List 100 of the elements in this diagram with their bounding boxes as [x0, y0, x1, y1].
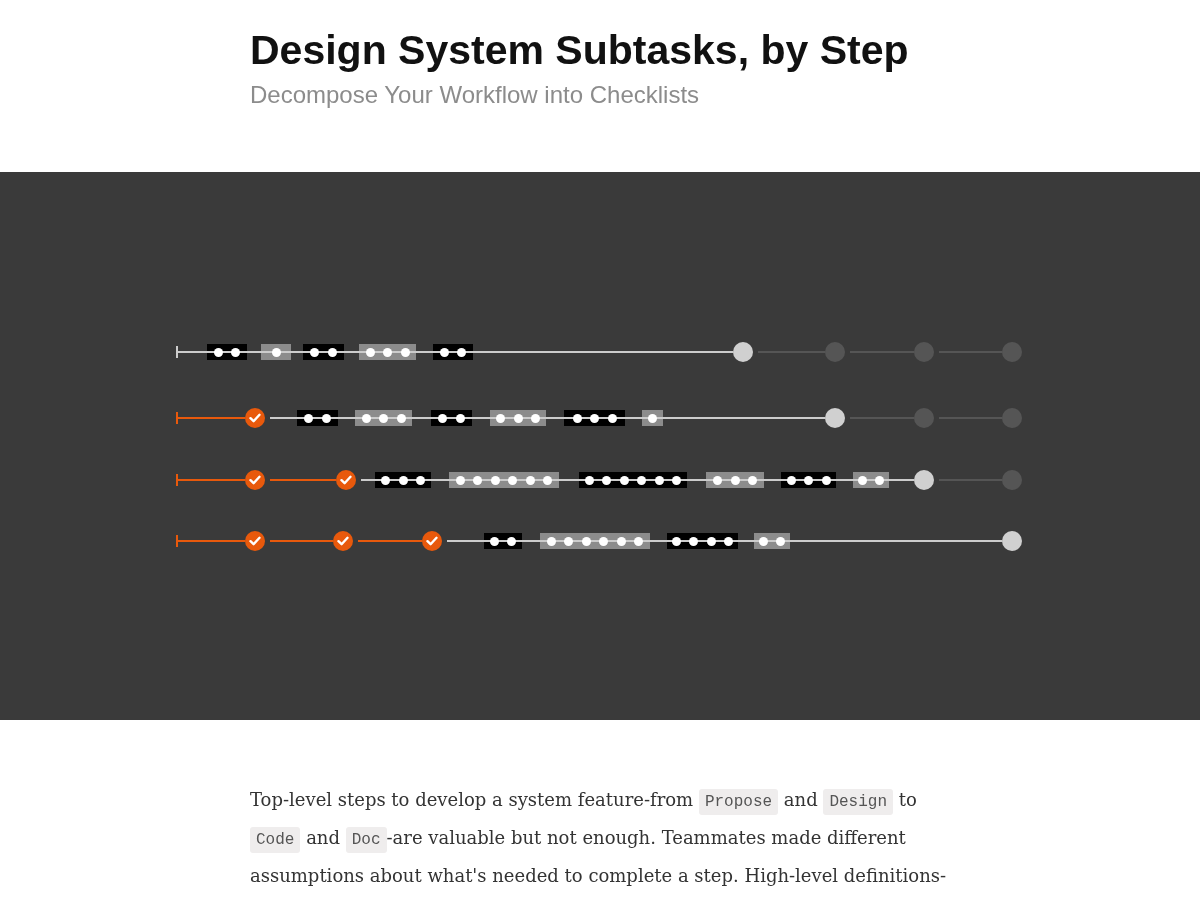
- subtask-group: [359, 344, 416, 360]
- subtask-dot: [438, 413, 448, 423]
- subtask-dot: [654, 475, 664, 485]
- start-tick: [176, 346, 178, 358]
- connector-line: [357, 540, 423, 542]
- subtask-dot: [231, 347, 241, 357]
- subtask-dot: [584, 475, 594, 485]
- subtask-dot: [379, 413, 388, 423]
- connector-line: [686, 479, 707, 481]
- subtask-dot: [271, 347, 281, 357]
- subtask-dot: [365, 347, 375, 357]
- connector-line: [177, 540, 246, 542]
- connector-line: [737, 540, 755, 542]
- subtask-dot: [525, 475, 535, 485]
- page-title: Design System Subtasks, by Step: [250, 26, 909, 74]
- subtask-dot: [599, 536, 609, 546]
- subtask-dot: [581, 536, 591, 546]
- step-circle: [1002, 342, 1022, 362]
- subtask-group: [355, 410, 412, 426]
- connector-line: [521, 540, 541, 542]
- subtask-dot: [713, 475, 722, 485]
- subtask-dot: [564, 536, 574, 546]
- subtask-dot: [804, 475, 813, 485]
- connector-line: [269, 417, 298, 419]
- connector-line: [624, 417, 643, 419]
- subtask-group: [706, 472, 764, 488]
- subtask-dot: [607, 413, 617, 423]
- subtask-dot: [730, 475, 740, 485]
- subtask-dot: [616, 536, 626, 546]
- step-circle: [914, 470, 934, 490]
- subtask-group: [449, 472, 559, 488]
- subtask-dot: [572, 413, 582, 423]
- connector-line: [545, 417, 565, 419]
- completed-step-circle: [245, 408, 265, 428]
- connector-line: [177, 479, 246, 481]
- subtask-group: [261, 344, 291, 360]
- connector-line: [662, 417, 826, 419]
- subtask-dot: [416, 475, 425, 485]
- step-circle: [733, 342, 753, 362]
- connector-line: [471, 417, 491, 419]
- subtask-dot: [310, 347, 320, 357]
- connector-line: [343, 351, 360, 353]
- subtask-dot: [361, 413, 371, 423]
- subtask-dot: [786, 475, 796, 485]
- connector-line: [472, 351, 734, 353]
- subtask-dot: [648, 413, 657, 423]
- connector-line: [269, 540, 334, 542]
- subtask-dot: [590, 413, 599, 423]
- subtask-dot: [875, 475, 885, 485]
- step-circle: [1002, 531, 1022, 551]
- subtask-dot: [455, 475, 465, 485]
- subtask-dot: [304, 413, 314, 423]
- connector-line: [430, 479, 450, 481]
- connector-line: [558, 479, 580, 481]
- completed-step-circle: [422, 531, 442, 551]
- subtask-dot: [619, 475, 629, 485]
- subtask-group: [431, 410, 472, 426]
- subtask-dot: [489, 536, 499, 546]
- subtask-dot: [439, 347, 449, 357]
- subtask-group: [754, 533, 790, 549]
- subtask-group: [642, 410, 663, 426]
- subtask-dot: [457, 347, 467, 357]
- body-paragraph: Top-level steps to develop a system feature-from Propose and Design to Code and Doc-are valuable but not enough. Teammates made different assumptions about what's needed to complete a step. High-level definitions-: [250, 788, 948, 888]
- connector-line: [415, 351, 434, 353]
- subtask-dot: [327, 347, 337, 357]
- subtask-group: [579, 472, 687, 488]
- subtask-dot: [776, 536, 786, 546]
- subtask-dot: [758, 536, 768, 546]
- connector-line: [649, 540, 668, 542]
- connector-line: [411, 417, 432, 419]
- subtask-dot: [321, 413, 331, 423]
- step-circle: [1002, 470, 1022, 490]
- subtask-dot: [724, 536, 734, 546]
- connector-line: [177, 351, 208, 353]
- subtask-dot: [706, 536, 716, 546]
- connector-line: [763, 479, 782, 481]
- connector-line: [337, 417, 356, 419]
- subtask-dot: [398, 475, 408, 485]
- subtask-dot: [455, 413, 465, 423]
- subtask-group: [853, 472, 889, 488]
- completed-step-circle: [245, 470, 265, 490]
- subtask-dot: [637, 475, 647, 485]
- subtask-group: [375, 472, 431, 488]
- page-subtitle: Decompose Your Workflow into Checklists: [250, 80, 700, 110]
- connector-line: [888, 479, 915, 481]
- subtask-dot: [213, 347, 223, 357]
- subtask-dot: [396, 413, 406, 423]
- subtask-dot: [513, 413, 523, 423]
- completed-step-circle: [333, 531, 353, 551]
- subtask-group: [297, 410, 338, 426]
- subtask-dot: [508, 475, 518, 485]
- subtask-dot: [490, 475, 500, 485]
- subtask-dot: [383, 347, 392, 357]
- completed-step-circle: [245, 531, 265, 551]
- subtask-group: [433, 344, 473, 360]
- connector-line: [177, 417, 246, 419]
- start-tick: [176, 412, 178, 424]
- connector-line: [446, 540, 485, 542]
- subtask-dot: [546, 536, 556, 546]
- connector-line: [290, 351, 304, 353]
